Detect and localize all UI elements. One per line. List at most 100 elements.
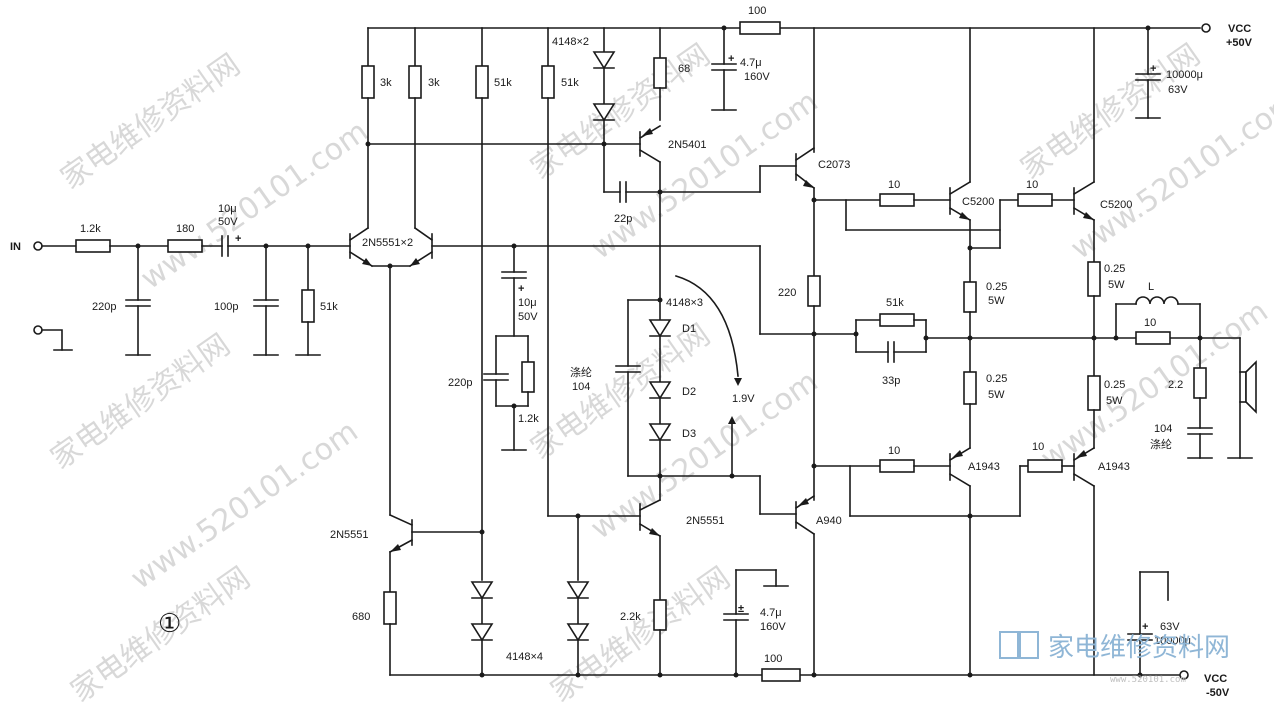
resistor-180 (167, 239, 203, 253)
vcc-positive-terminal[interactable] (1201, 23, 1211, 33)
svg-text:160V: 160V (744, 71, 770, 83)
output-network: L 10 2.2 104 涤纶 (1113, 281, 1257, 459)
svg-text:2N5551: 2N5551 (686, 515, 725, 527)
vas-transistor: 2N5551 2.2k (620, 498, 725, 678)
input-ground-terminal[interactable] (33, 325, 43, 335)
input-terminal[interactable] (33, 241, 43, 251)
svg-text:C5200: C5200 (1100, 199, 1132, 211)
svg-text:L: L (1148, 281, 1154, 293)
resistor-2-2-zobel (1193, 367, 1207, 399)
resistor-10-base-1 (879, 193, 915, 207)
watermark-cn: 家电维修资料网 (45, 327, 237, 476)
svg-text:104: 104 (572, 381, 590, 393)
svg-text:51k: 51k (886, 297, 904, 309)
svg-text:D1: D1 (682, 323, 696, 335)
resistor-68 (653, 57, 667, 89)
svg-text:68: 68 (678, 63, 690, 75)
svg-text:4.7μ: 4.7μ (760, 607, 782, 619)
resistor-51k-bias (301, 289, 315, 323)
resistor-0-25-bot-2 (1087, 375, 1101, 411)
svg-text:22p: 22p (614, 213, 632, 225)
resistor-10-output (1135, 331, 1171, 345)
svg-text:63V: 63V (1168, 84, 1188, 96)
svg-text:+: + (235, 233, 241, 245)
svg-text:涤纶: 涤纶 (1150, 437, 1172, 451)
resistor-51k-mid-1 (475, 65, 489, 99)
svg-text:4.7μ: 4.7μ (740, 57, 762, 69)
svg-text:5W: 5W (988, 389, 1005, 401)
svg-text:0.25: 0.25 (1104, 379, 1125, 391)
svg-text:63V: 63V (1160, 621, 1180, 633)
svg-text:3k: 3k (428, 77, 440, 89)
top-decoupling: 100 + 4.7μ 160V (711, 5, 781, 111)
svg-text:+: + (728, 53, 734, 65)
svg-text:100p: 100p (214, 301, 238, 313)
output-bottom: 0.25 5W 10 A1943 10 A1943 0.25 5W (813, 337, 1130, 678)
global-feedback: 51k 33p (853, 297, 1241, 387)
svg-text:VCC: VCC (1228, 23, 1251, 35)
vas-load-section: 4148×2 22p 68 2N5401 (552, 27, 707, 301)
svg-text:100: 100 (748, 5, 766, 17)
current-source: 2N5551 680 (330, 265, 483, 676)
bias-branch-left: 51k (470, 27, 512, 678)
svg-text:0.25: 0.25 (1104, 263, 1125, 275)
watermark-cn: 家电维修资料网 (525, 37, 717, 186)
svg-text:1.2k: 1.2k (518, 413, 539, 425)
resistor-0-25-top-1 (963, 281, 977, 313)
svg-text:D3: D3 (682, 428, 696, 440)
watermark-url: www.520101.com (125, 414, 365, 597)
svg-text:2N5401: 2N5401 (668, 139, 707, 151)
resistor-1-2k-fb (521, 361, 535, 393)
resistor-0-25-top-2 (1087, 261, 1101, 297)
svg-text:0.25: 0.25 (986, 373, 1007, 385)
feedback-network: + 10μ 50V 220p 1.2k (448, 243, 539, 451)
vcc-negative-terminal[interactable] (1179, 670, 1189, 680)
svg-text:D2: D2 (682, 386, 696, 398)
output-top: 10 C5200 0.25 5W 10 C5200 0.25 5W (813, 27, 1132, 377)
svg-text:220p: 220p (448, 377, 472, 389)
svg-text:+: + (1150, 63, 1156, 75)
svg-text:5W: 5W (1108, 279, 1125, 291)
svg-text:+50V: +50V (1226, 37, 1253, 49)
power-supply: + 10000μ 63V VCC +50V + 63V 10000μ VCC -… (1127, 23, 1253, 699)
figure-number: ① (158, 609, 181, 639)
svg-text:1.2k: 1.2k (80, 223, 101, 235)
watermark-cn: 家电维修资料网 (55, 47, 247, 196)
svg-text:C2073: C2073 (818, 159, 850, 171)
resistor-0-25-bot-1 (963, 371, 977, 405)
svg-text:5W: 5W (988, 295, 1005, 307)
resistor-100-bottom (761, 668, 801, 682)
diff-pair: 3k 3k 2N5551×2 (348, 27, 761, 269)
resistor-2-2k (653, 599, 667, 631)
driver-stage: C2073 220 A940 (659, 27, 857, 678)
svg-text:2N5551: 2N5551 (330, 529, 369, 541)
svg-text:10000μ: 10000μ (1154, 635, 1191, 647)
resistor-51k-mid-2 (541, 65, 555, 99)
input-section: IN 1.2k 180 + 10μ 50V 220p 100p 51k (10, 203, 351, 356)
svg-text:10000μ: 10000μ (1166, 69, 1203, 81)
svg-text:A1943: A1943 (1098, 461, 1130, 473)
bottom-decoupling: ± 4.7μ 160V 100 (723, 569, 801, 682)
diff-pair-label: 2N5551×2 (362, 237, 413, 249)
svg-text:10: 10 (1032, 441, 1044, 453)
input-label: IN (10, 241, 21, 253)
supply-rails (367, 27, 1201, 676)
speaker-icon (1239, 371, 1247, 403)
svg-text:VCC: VCC (1204, 673, 1227, 685)
svg-text:4148×4: 4148×4 (506, 651, 543, 663)
resistor-680 (383, 591, 397, 625)
svg-text:A1943: A1943 (968, 461, 1000, 473)
svg-text:50V: 50V (218, 216, 238, 228)
svg-text:104: 104 (1154, 423, 1172, 435)
svg-text:+: + (1142, 621, 1148, 633)
svg-text:180: 180 (176, 223, 194, 235)
svg-text:-50V: -50V (1206, 687, 1230, 699)
watermark-url: www.520101.com (135, 114, 375, 297)
svg-text:33p: 33p (882, 375, 900, 387)
resistor-100-top (739, 21, 781, 35)
resistor-51k-feedback (879, 313, 915, 327)
svg-text:涤纶: 涤纶 (570, 365, 592, 379)
svg-text:160V: 160V (760, 621, 786, 633)
